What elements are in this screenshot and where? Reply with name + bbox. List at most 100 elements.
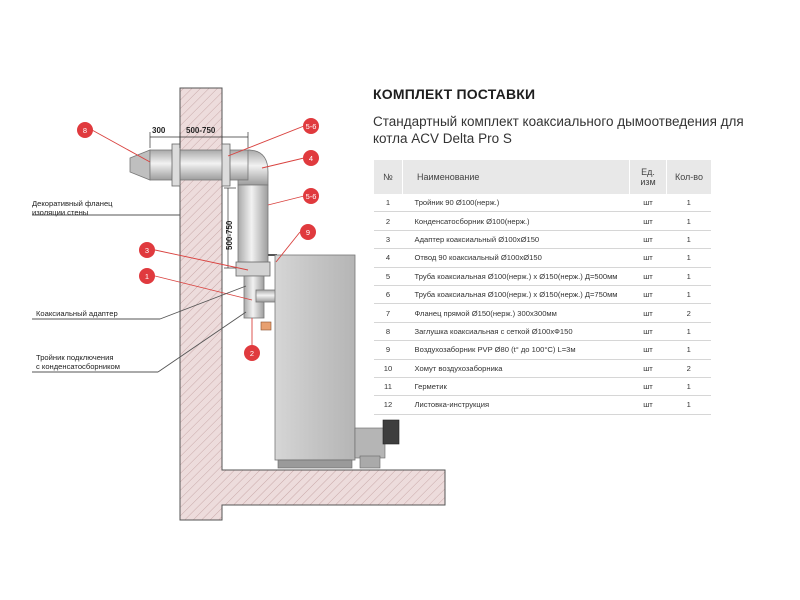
cell-num: 8 xyxy=(373,322,403,342)
label-adapter: Коаксиальный адаптер xyxy=(36,309,118,318)
cell-qty: 2 xyxy=(666,303,711,323)
header-qty: Кол-во xyxy=(666,160,711,194)
marker-4: 4 xyxy=(303,150,319,166)
svg-text:4: 4 xyxy=(309,154,313,163)
cell-qty: 1 xyxy=(666,340,711,360)
label-flange-line2: изоляции стены xyxy=(32,208,88,217)
cell-unit: шт xyxy=(629,285,667,305)
cell-num: 9 xyxy=(373,340,403,360)
marker-9: 9 xyxy=(300,224,316,240)
cell-qty: 1 xyxy=(666,285,711,305)
dim-vertical: 500-750 xyxy=(225,220,234,250)
cell-num: 2 xyxy=(373,211,403,231)
dim-horizontal: 500-750 xyxy=(186,126,216,135)
label-tee-line1: Тройник подключения xyxy=(36,353,113,362)
cell-name: Адаптер коаксиальный Ø100xØ150 xyxy=(402,230,630,250)
svg-text:3: 3 xyxy=(145,246,149,255)
cell-qty: 1 xyxy=(666,322,711,342)
label-tee: Тройник подключения с конденсатосборнико… xyxy=(36,353,120,371)
header-num: № xyxy=(373,160,403,194)
svg-text:5-6: 5-6 xyxy=(306,192,317,201)
marker-5-6-top: 5-6 xyxy=(303,118,319,134)
cell-qty: 1 xyxy=(666,248,711,268)
cell-qty: 2 xyxy=(666,359,711,378)
dimension-lines xyxy=(149,132,249,269)
cell-unit: шт xyxy=(629,230,667,250)
marker-8: 8 xyxy=(77,122,93,138)
cell-unit: шт xyxy=(629,322,667,342)
cell-num: 12 xyxy=(373,395,403,415)
horizontal-pipe xyxy=(129,143,251,187)
cell-qty: 1 xyxy=(666,377,711,397)
header-unit: Ед. изм xyxy=(629,160,667,194)
header-name: Наименование xyxy=(402,160,630,194)
cell-num: 4 xyxy=(373,248,403,268)
cell-name: Фланец прямой Ø150(нерж.) 300x300мм xyxy=(402,303,630,323)
cell-qty: 1 xyxy=(666,230,711,250)
cell-name: Труба коаксиальная Ø100(нерж.) x Ø150(не… xyxy=(402,285,630,305)
dim-wall-gap: 300 xyxy=(152,126,166,135)
cell-name: Заглушка коаксиальная с сеткой Ø100xФ150 xyxy=(402,322,630,342)
cell-name: Отвод 90 коаксиальный Ø100xØ150 xyxy=(402,248,630,268)
label-flange: Декоративный фланец изоляции стены xyxy=(32,199,115,217)
cell-name: Хомут воздухозаборника xyxy=(402,359,630,378)
cell-unit: шт xyxy=(629,267,667,286)
tee-condensate xyxy=(243,275,277,331)
cell-name: Труба коаксиальная Ø100(нерж.) x Ø150(не… xyxy=(402,267,630,286)
cell-num: 3 xyxy=(373,230,403,250)
cell-unit: шт xyxy=(629,194,667,213)
cell-qty: 1 xyxy=(666,395,711,415)
marker-3: 3 xyxy=(139,242,155,258)
page-title: КОМПЛЕКТ ПОСТАВКИ xyxy=(373,86,536,102)
boiler xyxy=(274,254,400,469)
cell-qty: 1 xyxy=(666,194,711,213)
leader-lines xyxy=(32,125,305,373)
label-flange-line1: Декоративный фланец xyxy=(32,199,113,208)
cell-unit: шт xyxy=(629,395,667,415)
cell-unit: шт xyxy=(629,248,667,268)
label-tee-line2: с конденсатосборником xyxy=(36,362,120,371)
marker-2: 2 xyxy=(244,345,260,361)
svg-text:8: 8 xyxy=(83,126,87,135)
cell-num: 10 xyxy=(373,359,403,378)
cell-num: 1 xyxy=(373,194,403,213)
wall xyxy=(179,87,446,521)
cell-name: Воздухозаборник PVP Ø80 (t° до 100°C) L=… xyxy=(402,340,630,360)
cell-name: Конденсатосборник Ø100(нерж.) xyxy=(402,211,630,231)
svg-text:5-6: 5-6 xyxy=(306,122,317,131)
svg-text:2: 2 xyxy=(250,349,254,358)
elbow-90 xyxy=(237,149,269,186)
svg-text:9: 9 xyxy=(306,228,310,237)
cell-name: Тройник 90 Ø100(нерж.) xyxy=(402,194,630,213)
svg-text:1: 1 xyxy=(145,272,149,281)
cell-num: 6 xyxy=(373,285,403,305)
cell-unit: шт xyxy=(629,303,667,323)
cell-qty: 1 xyxy=(666,267,711,286)
cell-num: 5 xyxy=(373,267,403,286)
cell-unit: шт xyxy=(629,211,667,231)
cell-name: Листовка-инструкция xyxy=(402,395,630,415)
cell-unit: шт xyxy=(629,377,667,397)
marker-1: 1 xyxy=(139,268,155,284)
cell-num: 7 xyxy=(373,303,403,323)
cell-qty: 1 xyxy=(666,211,711,231)
cell-unit: шт xyxy=(629,340,667,360)
table-header-row: № Наименование Ед. изм Кол-во xyxy=(373,160,711,194)
page-subtitle: Стандартный комплект коаксиального дымоо… xyxy=(373,114,744,146)
cell-name: Герметик xyxy=(402,377,630,397)
cell-num: 11 xyxy=(373,377,403,397)
marker-5-6-mid: 5-6 xyxy=(303,188,319,204)
